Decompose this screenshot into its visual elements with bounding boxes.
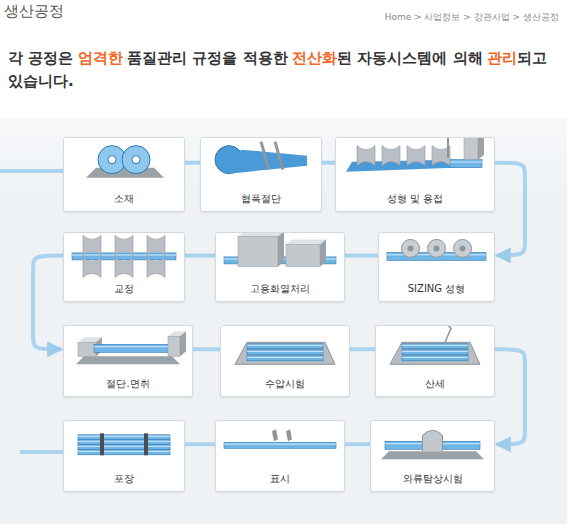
process-connector <box>322 161 335 165</box>
headline-text: 된 자동시스템에 의해 <box>337 49 482 67</box>
process-box: 고용화열처리 <box>215 232 345 302</box>
process-illustration <box>201 138 321 195</box>
process-connector <box>345 253 378 257</box>
process-label: 와류탐상시험 <box>401 472 465 486</box>
headline-text: 품질관리 규정을 적용한 <box>127 49 287 67</box>
process-connector <box>185 253 215 257</box>
headline: 각 공정은엄격한품질관리 규정을 적용한전산화된 자동시스템에 의해관리되고 있… <box>8 47 556 92</box>
process-band <box>0 118 567 524</box>
process-box: 포장 <box>63 420 185 492</box>
process-connector <box>185 442 215 446</box>
process-connector <box>495 349 525 444</box>
process-illustration <box>221 326 349 380</box>
highlight-text: 전산화 <box>292 49 337 67</box>
process-connector <box>350 347 375 351</box>
process-box: 산세 <box>375 325 495 397</box>
breadcrumb: Home > 사업정보 > 강관사업 > 생산공정 <box>385 11 559 24</box>
highlight-text: 엄격한 <box>78 49 123 67</box>
process-box: 성형 및 용접 <box>335 137 495 212</box>
process-illustration <box>64 421 184 475</box>
process-label: 성형 및 용접 <box>385 192 445 206</box>
process-box: 교정 <box>63 232 185 302</box>
process-illustration <box>379 233 494 285</box>
process-box: 와류탐상시험 <box>370 420 495 492</box>
process-connector <box>33 255 63 349</box>
process-label: 포장 <box>112 472 136 486</box>
process-label: 교정 <box>112 282 136 296</box>
process-label: 표시 <box>268 472 292 486</box>
process-illustration <box>216 421 344 475</box>
process-label: 소재 <box>112 192 136 206</box>
process-illustration <box>336 138 494 195</box>
process-illustration <box>376 326 494 380</box>
process-connector <box>185 161 200 165</box>
process-illustration <box>371 421 494 475</box>
process-label: 협폭절단 <box>239 192 283 206</box>
process-illustration <box>216 233 344 285</box>
process-connector <box>495 163 525 256</box>
process-illustration <box>64 138 184 195</box>
process-box: SIZING 성형 <box>378 232 495 302</box>
process-illustration <box>64 233 184 285</box>
process-illustration <box>64 326 192 380</box>
headline-text: 각 공정은 <box>8 49 73 67</box>
page-title: 생산공정 <box>4 2 64 21</box>
process-box: 소재 <box>63 137 185 212</box>
lead-in-line <box>0 169 64 173</box>
process-box: 수압시험 <box>220 325 350 397</box>
lead-out-line <box>20 450 64 454</box>
process-connector <box>193 347 220 351</box>
process-box: 절단.면취 <box>63 325 193 397</box>
process-connector <box>345 442 370 446</box>
process-label: 수압시험 <box>263 377 307 391</box>
process-label: SIZING 성형 <box>406 282 468 296</box>
process-box: 표시 <box>215 420 345 492</box>
highlight-text: 관리 <box>487 49 517 67</box>
process-label: 절단.면취 <box>104 377 151 391</box>
process-label: 산세 <box>423 377 447 391</box>
process-label: 고용화열처리 <box>248 282 312 296</box>
process-box: 협폭절단 <box>200 137 322 212</box>
